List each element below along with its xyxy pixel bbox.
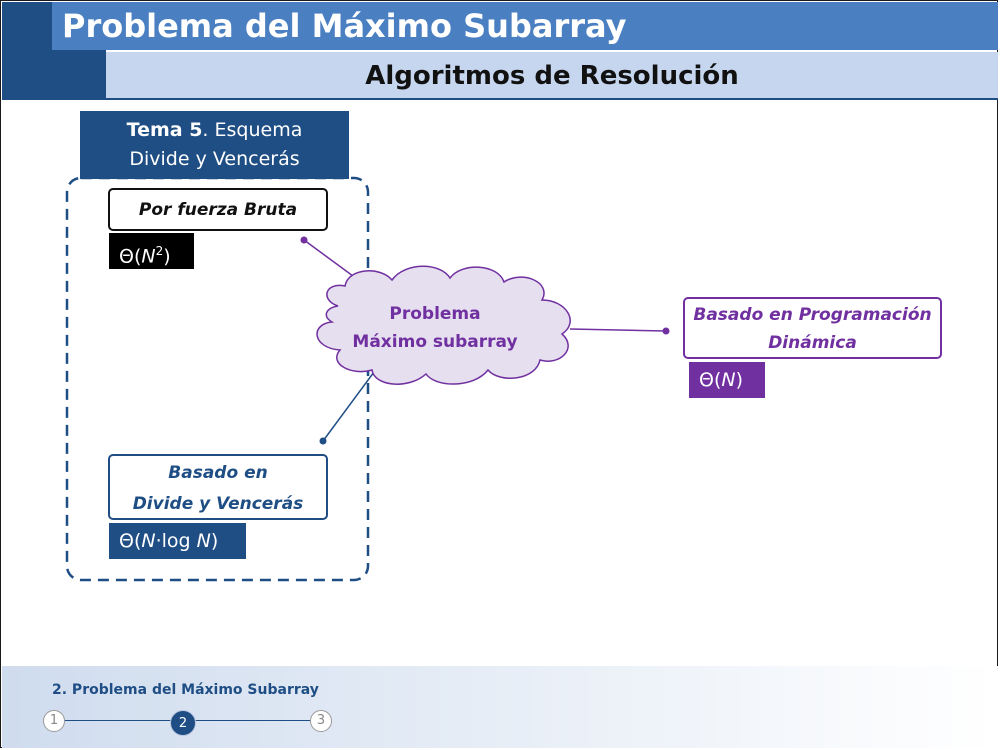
complexity-badge-dynamic-programming: Θ(N) [689,362,765,398]
center-cloud [316,265,571,385]
tema-label-box: Tema 5. Esquema Divide y Vencerás [80,111,349,179]
method-dyv-line2: Divide y Vencerás [132,494,304,514]
complexity-var: N [141,245,156,268]
complexity-badge-brute-force: Θ(N2) [109,233,194,269]
complexity-close: ) [735,369,744,391]
connector-pd [569,328,667,332]
tema-subtitle: Divide y Vencerás [129,148,300,170]
center-problem-line1: Problema [389,304,481,324]
footer-section-label: 2. Problema del Máximo Subarray [52,682,319,698]
center-problem-line2: Máximo subarray [352,332,518,352]
complexity-exponent: 2 [155,244,164,258]
connector-dyv [322,371,375,442]
header-divider [2,98,998,100]
complexity-var: N [141,530,156,552]
complexity-var: N [196,530,211,552]
center-problem-label: Problema Máximo subarray [330,300,540,356]
method-divide-and-conquer: Basado en Divide y Vencerás [108,454,328,520]
method-pd-line1: Basado en Programación [693,305,932,325]
complexity-close: ) [210,530,219,552]
method-pd-line2: Dinámica [768,333,857,353]
progress-step-2-current[interactable]: 2 [170,710,196,736]
tema-number: Tema 5 [126,119,203,141]
footer-bar [2,666,998,748]
complexity-theta: Θ( [119,530,142,552]
method-brute-force: Por fuerza Bruta [108,188,328,231]
method-dynamic-programming: Basado en Programación Dinámica [683,297,942,359]
complexity-theta: Θ( [699,369,722,391]
method-brute-force-label: Por fuerza Bruta [138,200,298,220]
connector-pd-dot [662,327,670,335]
slide-subtitle: Algoritmos de Resolución [365,61,739,91]
tema-text: . Esquema [202,119,303,141]
complexity-badge-divide-and-conquer: Θ(N·log N) [109,523,246,559]
method-dyv-line1: Basado en [168,463,268,483]
complexity-close: ) [163,245,171,268]
progress-step-1[interactable]: 1 [43,710,65,732]
slide-title: Problema del Máximo Subarray [62,7,627,45]
header-subtitle-bar [106,52,998,98]
connector-dyv-dot [319,437,327,445]
header-title-bar [52,2,998,50]
connector-bruta-dot [300,236,308,244]
complexity-theta: Θ( [119,245,142,268]
complexity-var: N [721,369,736,391]
progress-step-3[interactable]: 3 [310,710,332,732]
complexity-log: ·log [155,530,197,552]
